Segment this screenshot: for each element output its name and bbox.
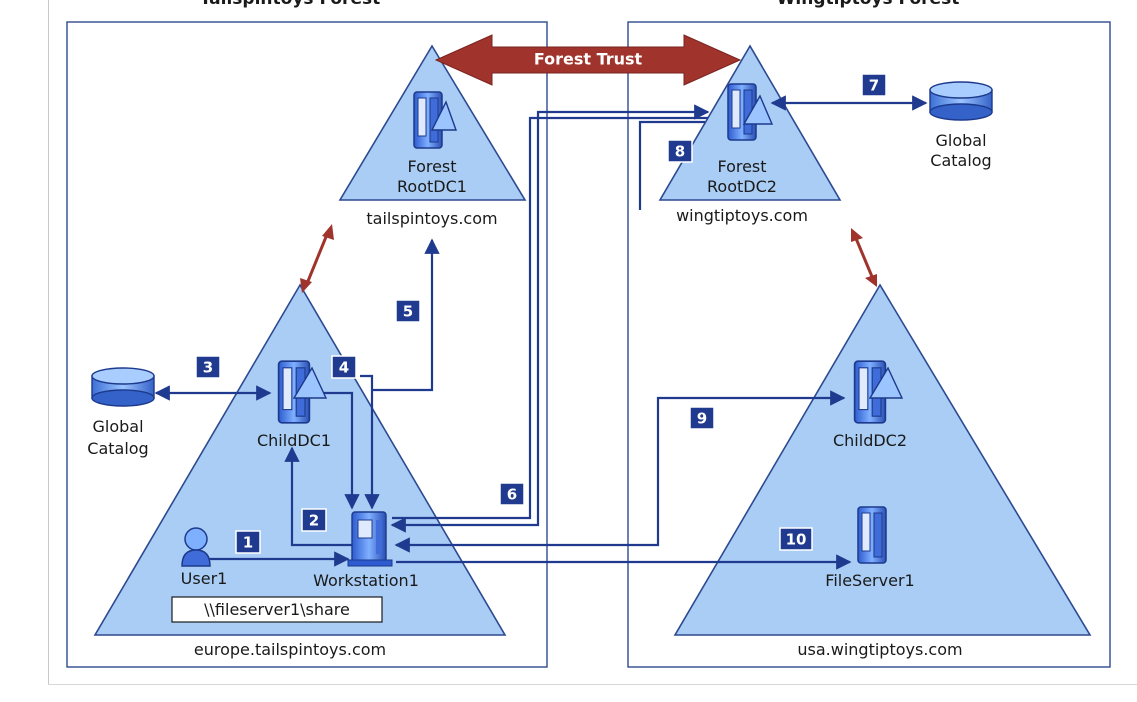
step-badge-9: 9	[689, 406, 715, 430]
europe-domain-label: europe.tailspintoys.com	[194, 640, 386, 659]
right-global-catalog-label-line2: Catalog	[930, 151, 991, 170]
forest-root-dc2-label-line1: Forest	[717, 157, 766, 176]
left-forest-title: Tailspintoys Forest	[200, 0, 380, 9]
step-badges: 1 2 3 4 5 6 7 8 9 10	[195, 73, 887, 554]
left-global-catalog-label-line1: Global	[92, 417, 143, 436]
svg-text:10: 10	[786, 531, 807, 549]
step-badge-7: 7	[861, 73, 887, 97]
step-badge-2: 2	[301, 508, 327, 532]
step-badge-8: 8	[667, 139, 693, 163]
share-path-box	[171, 596, 383, 623]
child-dc2-server	[853, 360, 904, 424]
right-global-catalog-label-line1: Global	[935, 131, 986, 150]
svg-text:8: 8	[675, 143, 685, 161]
share-path-label: \\fileserver1\share	[204, 600, 350, 619]
svg-text:1: 1	[243, 534, 253, 552]
wingtip-root-domain-label: wingtiptoys.com	[676, 206, 808, 225]
workstation1-computer-icon	[347, 511, 393, 567]
tailspin-root-domain-label: tailspintoys.com	[366, 209, 497, 228]
left-global-catalog-database-icon	[91, 367, 155, 407]
file-server1-label: FileServer1	[825, 571, 914, 590]
svg-text:3: 3	[203, 359, 213, 377]
svg-text:5: 5	[403, 303, 413, 321]
user1-label: User1	[181, 569, 228, 588]
file-server1-server	[857, 506, 887, 564]
svg-text:4: 4	[339, 359, 349, 377]
svg-text:6: 6	[507, 486, 517, 504]
step-badge-4: 4	[331, 355, 357, 379]
svg-text:9: 9	[697, 410, 707, 428]
child-dc2-label: ChildDC2	[833, 431, 907, 450]
left-parent-child-trust	[300, 224, 334, 293]
svg-text:2: 2	[309, 512, 319, 530]
forest-trust-arrow	[434, 34, 742, 86]
forest-trust-label: Forest Trust	[534, 50, 643, 69]
left-global-catalog-label-line2: Catalog	[87, 439, 148, 458]
forest-root-dc1-label-line1: Forest	[407, 157, 456, 176]
child-dc1-label: ChildDC1	[257, 431, 331, 450]
forest-root-dc2-label-line2: RootDC2	[707, 177, 777, 196]
flow-lines	[154, 95, 928, 570]
right-forest-title: Wingtiptoys Forest	[777, 0, 960, 9]
right-global-catalog-database-icon	[929, 81, 993, 121]
usa-domain-label: usa.wingtiptoys.com	[797, 640, 962, 659]
user1-person-icon	[181, 527, 211, 567]
workstation1-label: Workstation1	[313, 571, 419, 590]
child-dc1-server	[277, 360, 328, 424]
step-badge-3: 3	[195, 355, 221, 379]
right-parent-child-trust	[851, 228, 877, 287]
step-badge-10: 10	[779, 527, 813, 551]
step-badge-6: 6	[499, 482, 525, 506]
step-badge-1: 1	[235, 530, 261, 554]
svg-text:7: 7	[869, 77, 879, 95]
step-badge-5: 5	[395, 299, 421, 323]
forest-root-dc1-server	[413, 91, 457, 149]
forest-root-dc2-server	[727, 83, 774, 141]
forest-root-dc1-label-line2: RootDC1	[397, 177, 467, 196]
europe-child-domain	[93, 283, 507, 636]
